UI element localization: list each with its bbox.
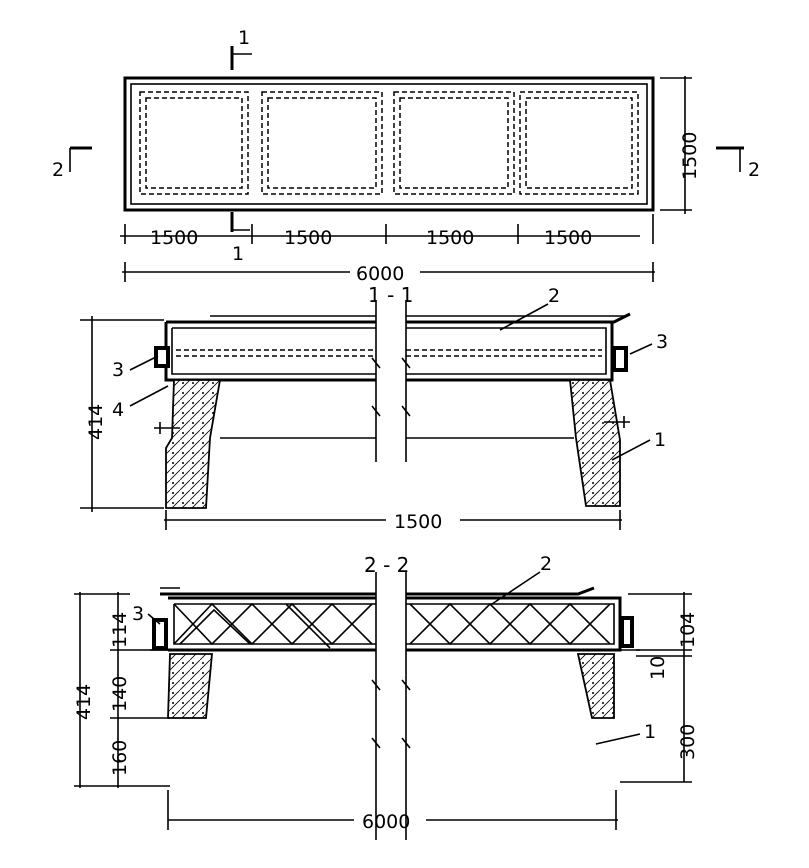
dim-140: 140	[109, 676, 131, 712]
callout-1-section-2: 1	[644, 721, 656, 743]
callout-2-section-2: 2	[540, 553, 552, 575]
callout-1: 1	[654, 429, 666, 451]
section-mark-2-left: 2	[52, 159, 64, 181]
section-1-1-height: 414	[85, 404, 107, 440]
section-2-2-length: 6000	[362, 811, 410, 833]
dim-414: 414	[73, 684, 95, 720]
dim-114: 114	[109, 612, 131, 648]
callout-2: 2	[548, 285, 560, 307]
section-mark-1-bottom: 1	[232, 243, 244, 265]
bay-dim-2: 1500	[284, 227, 332, 249]
callout-3-section-2: 3	[132, 603, 144, 625]
plan-total-length: 6000	[356, 263, 404, 285]
bay-dim-3: 1500	[426, 227, 474, 249]
plan-width: 1500	[679, 132, 701, 180]
dim-160: 160	[109, 740, 131, 776]
callout-3-right: 3	[656, 331, 668, 353]
section-1-1: 1 - 1 2 3 3 4 1	[80, 283, 668, 533]
dim-10: 10	[647, 656, 669, 680]
callout-4: 4	[112, 399, 124, 421]
dim-104: 104	[677, 612, 699, 648]
callout-3-left: 3	[112, 359, 124, 381]
section-mark-2-right: 2	[748, 159, 760, 181]
section-mark-1-top: 1	[238, 27, 250, 49]
section-2-2: 2 - 2 2 3 1 11	[73, 553, 699, 840]
bay-dim-4: 1500	[544, 227, 592, 249]
section-1-1-span: 1500	[394, 511, 442, 533]
dim-300: 300	[677, 724, 699, 760]
plan-view: 1 1 2 2 1500 1500 1500 1500 6000 1500	[52, 27, 760, 285]
bay-dim-1: 1500	[150, 227, 198, 249]
